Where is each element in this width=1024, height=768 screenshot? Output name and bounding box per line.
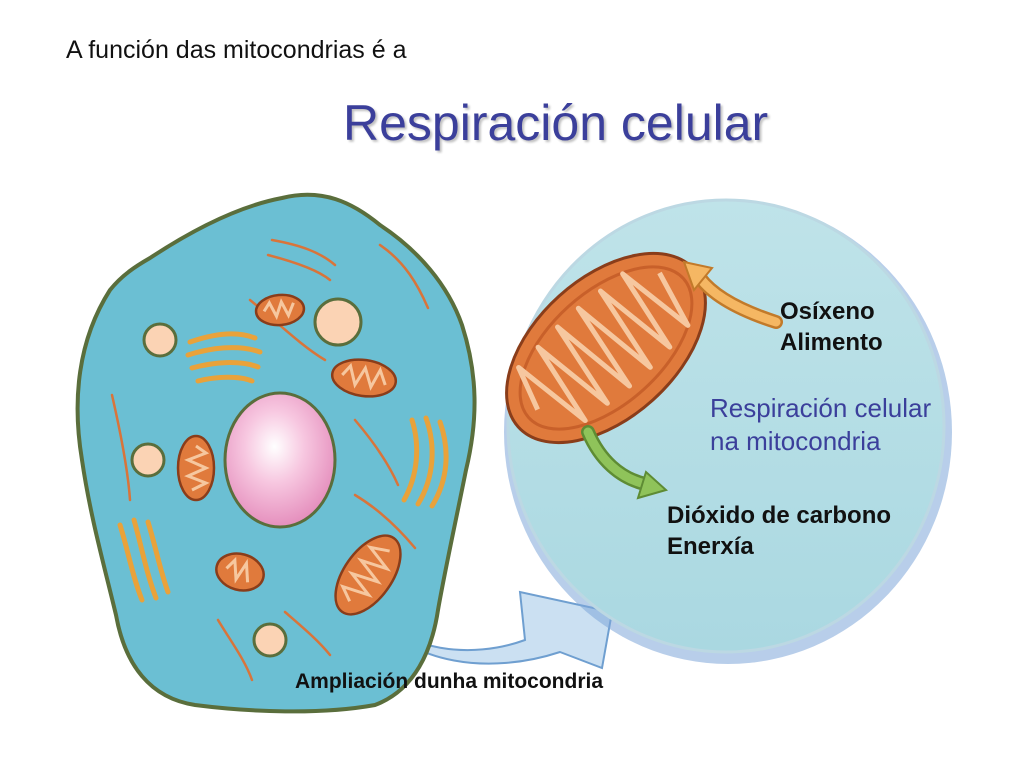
input-food: Alimento bbox=[780, 329, 883, 356]
nucleus bbox=[223, 391, 337, 529]
inputs-label: Osíxeno Alimento bbox=[780, 296, 883, 358]
intro-text: A función das mitocondrias é a bbox=[66, 36, 407, 64]
page-title: Respiración celular bbox=[343, 95, 769, 151]
input-arrow bbox=[682, 260, 783, 329]
vesicles bbox=[130, 297, 363, 658]
zoom-caption: Ampliación dunha mitocondria bbox=[295, 670, 604, 693]
golgi-apparatus bbox=[117, 331, 449, 603]
process-label: Respiración celular na mitocondria bbox=[710, 392, 931, 458]
input-oxygen: Osíxeno bbox=[780, 298, 875, 325]
output-energy: Enerxía bbox=[667, 533, 754, 560]
process-label-line1: Respiración celular bbox=[710, 393, 932, 423]
outputs-label: Dióxido de carbono Enerxía bbox=[667, 500, 891, 562]
process-label-line2: na mitocondria bbox=[710, 426, 881, 456]
output-co2: Dióxido de carbono bbox=[667, 502, 892, 529]
output-arrow bbox=[581, 425, 669, 500]
cell-mitochondria bbox=[176, 293, 402, 616]
